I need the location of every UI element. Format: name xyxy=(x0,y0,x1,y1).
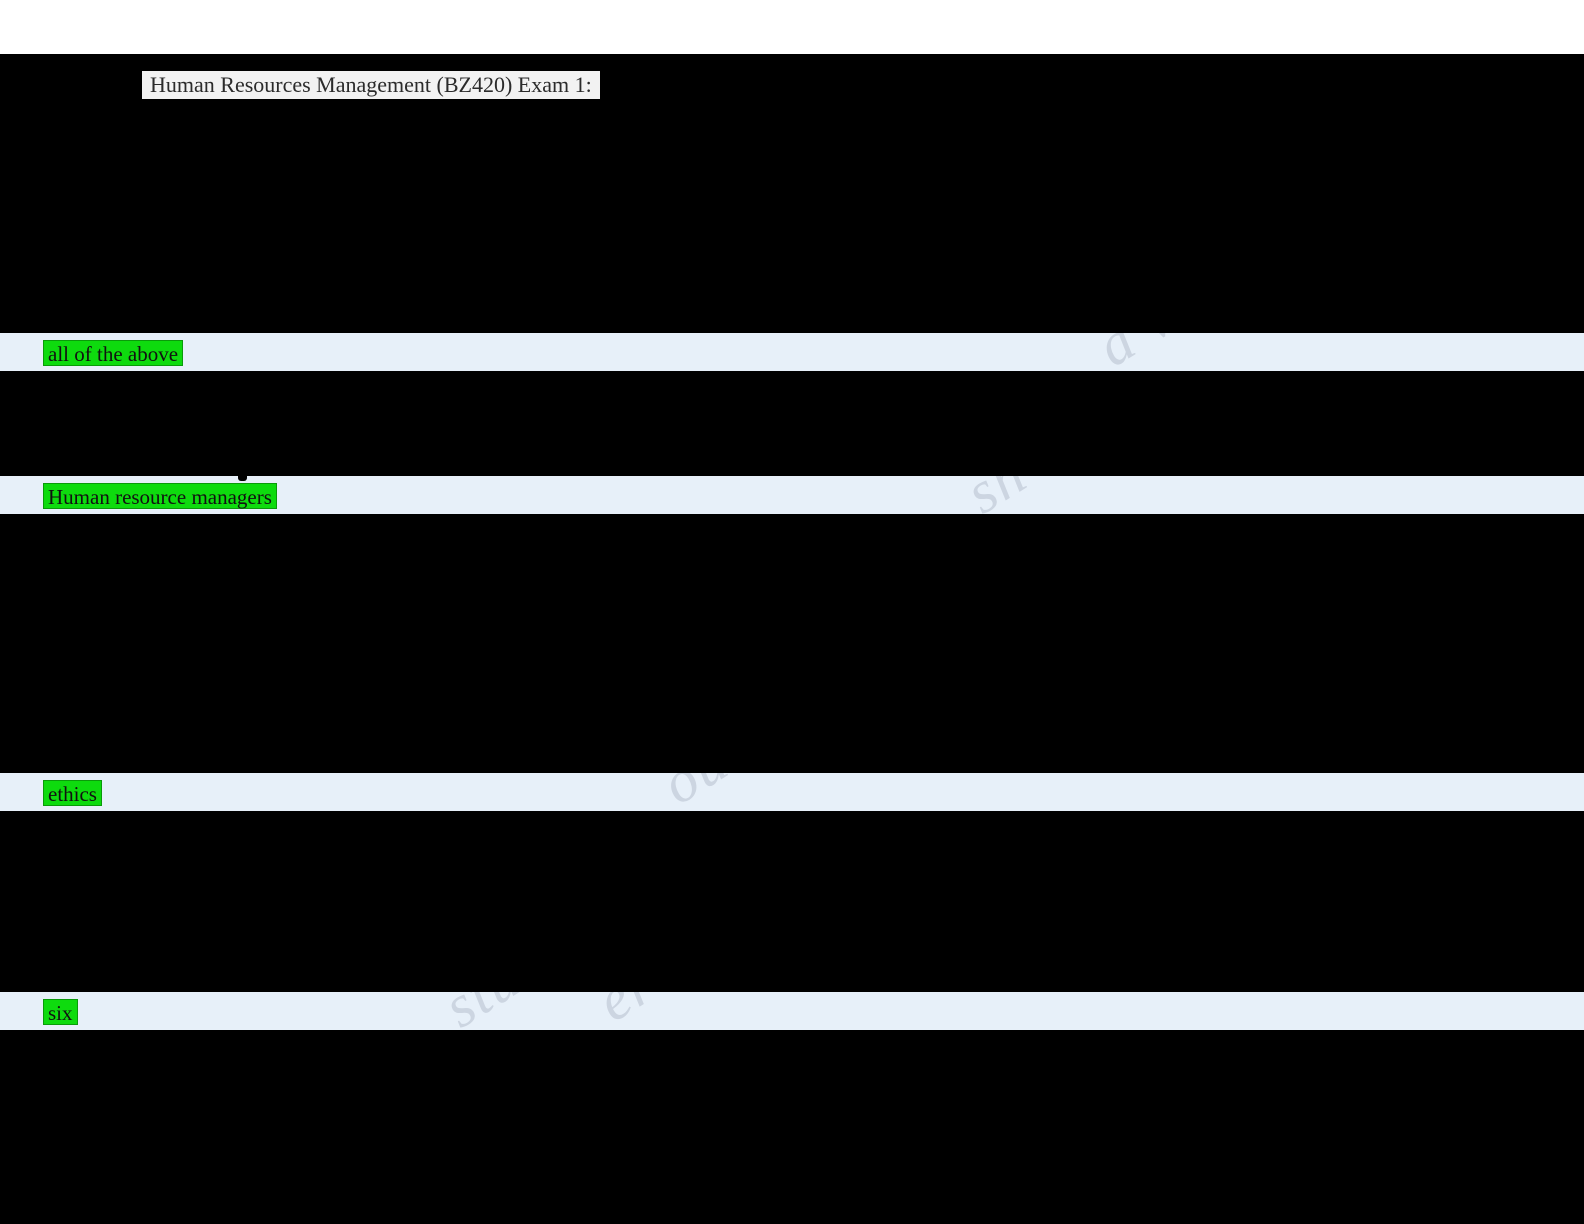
highlighted-answer-3: ethics xyxy=(43,780,102,806)
highlighted-answer-4: six xyxy=(43,999,78,1025)
highlighted-answer-2: Human resource managers xyxy=(43,483,277,509)
text-line-2: sh Human resource managers xyxy=(0,476,1584,514)
watermark-fragment: d v xyxy=(1085,333,1187,371)
watermark-fragment: sh xyxy=(954,476,1039,514)
document-title: Human Resources Management (BZ420) Exam … xyxy=(142,71,600,99)
redaction-artifact xyxy=(238,476,247,481)
watermark-fragment: stu xyxy=(432,992,533,1030)
watermark-fragment: ou xyxy=(650,773,741,811)
text-line-3: ou ethics xyxy=(0,773,1584,811)
text-line-4: stu er six xyxy=(0,992,1584,1030)
watermark-fragment: er xyxy=(585,992,667,1030)
page-top-margin xyxy=(0,0,1584,54)
highlighted-answer-1: all of the above xyxy=(43,340,184,366)
text-line-1: d v all of the above xyxy=(0,333,1584,371)
